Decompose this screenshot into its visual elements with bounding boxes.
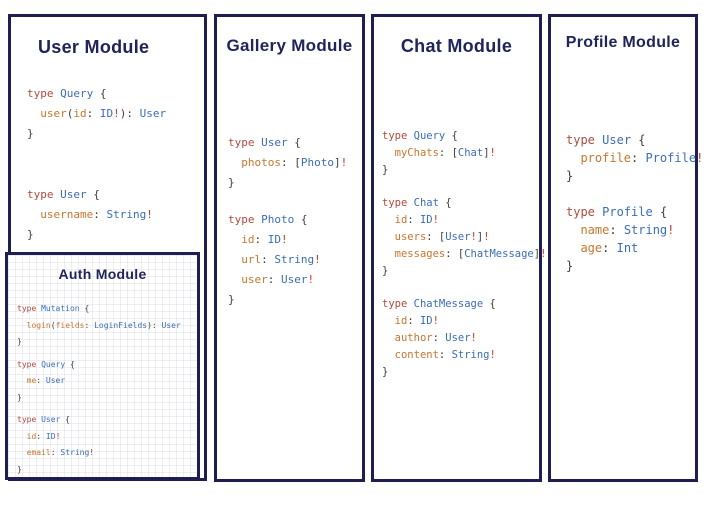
module-box-auth: Auth Module type Mutation { login(fields… <box>5 252 200 480</box>
module-box-chat: Chat Module type Query { myChats: [Chat]… <box>371 14 546 482</box>
module-box-gallery: Gallery Module type User { photos: [Phot… <box>214 14 365 482</box>
code-block-profile: type User { profile: Profile!}type Profi… <box>566 133 704 273</box>
module-title-profile: Profile Module <box>565 34 681 51</box>
module-title-auth: Auth Module <box>58 266 147 282</box>
code-block-chat: type Query { myChats: [Chat]!}type Chat … <box>382 130 547 378</box>
code-block-auth: type Mutation { login(fields: LoginField… <box>17 304 181 474</box>
code-block-user: type Query { user(id: ID!): User}type Us… <box>27 87 167 241</box>
module-title-gallery: Gallery Module <box>226 36 353 55</box>
module-title-chat: Chat Module <box>400 36 513 56</box>
module-box-profile: Profile Module type User { profile: Prof… <box>548 14 703 482</box>
code-block-gallery: type User { photos: [Photo]!}type Photo … <box>228 136 348 306</box>
module-title-user: User Module <box>38 37 150 57</box>
